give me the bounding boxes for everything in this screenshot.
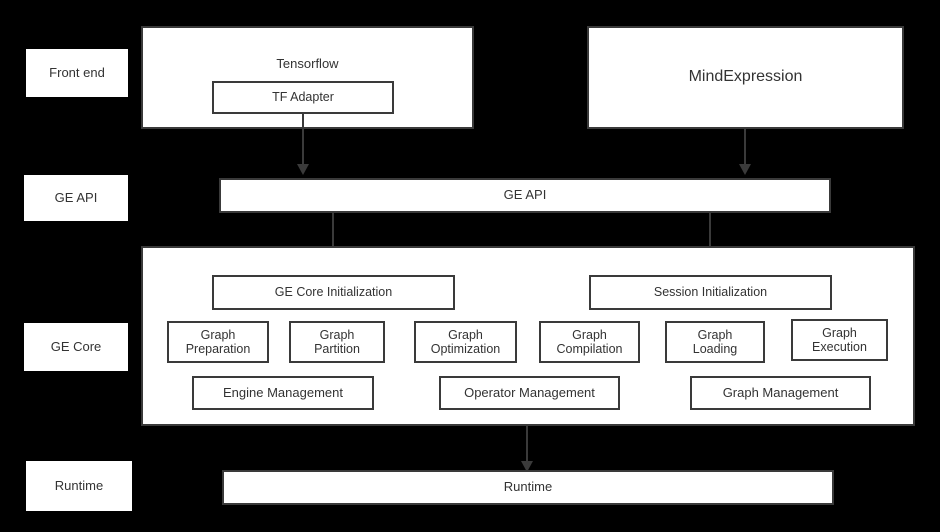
- arrowhead-tfadapter-to-geapi: [297, 164, 309, 175]
- legend-item-runtime-label: Runtime: [54, 477, 104, 493]
- arrowhead-gecore-to-runtime: [521, 461, 533, 472]
- module-graph-partition: Graph Partition: [289, 321, 385, 363]
- runtime-bar-label: Runtime: [503, 479, 553, 495]
- legend-item-runtime: Runtime: [26, 461, 132, 511]
- management-engine: Engine Management: [192, 376, 374, 410]
- legend-item-ge-api-label: GE API: [54, 189, 98, 205]
- runtime-bar: Runtime: [222, 470, 834, 505]
- mindexpression-container: MindExpression: [587, 26, 904, 129]
- connector-tfadapter-to-geapi: [302, 114, 304, 166]
- connector-gecore-to-runtime: [526, 426, 528, 465]
- management-graph-label: Graph Management: [722, 384, 839, 400]
- module-graph-partition-label: Graph Partition: [314, 327, 360, 356]
- module-graph-preparation: Graph Preparation: [167, 321, 269, 363]
- management-graph: Graph Management: [690, 376, 871, 410]
- ge-core-initialization-box: GE Core Initialization: [212, 275, 455, 310]
- management-engine-label: Engine Management: [223, 384, 343, 400]
- tensorflow-label: Tensorflow: [276, 56, 339, 71]
- legend-item-front-end: Front end: [26, 49, 128, 97]
- legend-item-ge-core-label: GE Core: [50, 338, 102, 354]
- module-graph-optimization-label: Graph Optimization: [430, 327, 501, 356]
- session-initialization-label: Session Initialization: [653, 285, 768, 300]
- module-graph-optimization: Graph Optimization: [414, 321, 517, 363]
- ge-api-bar-label: GE API: [503, 187, 547, 203]
- module-graph-preparation-label: Graph Preparation: [185, 327, 251, 356]
- tf-adapter-box: TF Adapter: [212, 81, 394, 114]
- ge-core-initialization-label: GE Core Initialization: [274, 285, 393, 300]
- arrowhead-mindexpression-to-geapi: [739, 164, 751, 175]
- legend-item-front-end-label: Front end: [49, 64, 105, 80]
- module-graph-execution: Graph Execution: [791, 319, 888, 361]
- module-graph-compilation: Graph Compilation: [539, 321, 640, 363]
- module-graph-execution-label: Graph Execution: [812, 325, 867, 354]
- management-operator: Operator Management: [439, 376, 620, 410]
- connector-geapi-to-gecore-init: [332, 213, 334, 263]
- module-graph-compilation-label: Graph Compilation: [556, 327, 623, 356]
- legend-item-ge-api: GE API: [24, 175, 128, 221]
- session-initialization-box: Session Initialization: [589, 275, 832, 310]
- mindexpression-label: MindExpression: [688, 68, 803, 86]
- connector-geapi-to-session-init: [709, 213, 711, 263]
- tf-adapter-label: TF Adapter: [272, 90, 334, 105]
- legend-item-ge-core: GE Core: [24, 323, 128, 371]
- module-graph-loading-label: Graph Loading: [692, 327, 738, 356]
- ge-api-bar: GE API: [219, 178, 831, 213]
- connector-mindexpression-to-geapi: [744, 129, 746, 166]
- management-operator-label: Operator Management: [464, 384, 595, 400]
- module-graph-loading: Graph Loading: [665, 321, 765, 363]
